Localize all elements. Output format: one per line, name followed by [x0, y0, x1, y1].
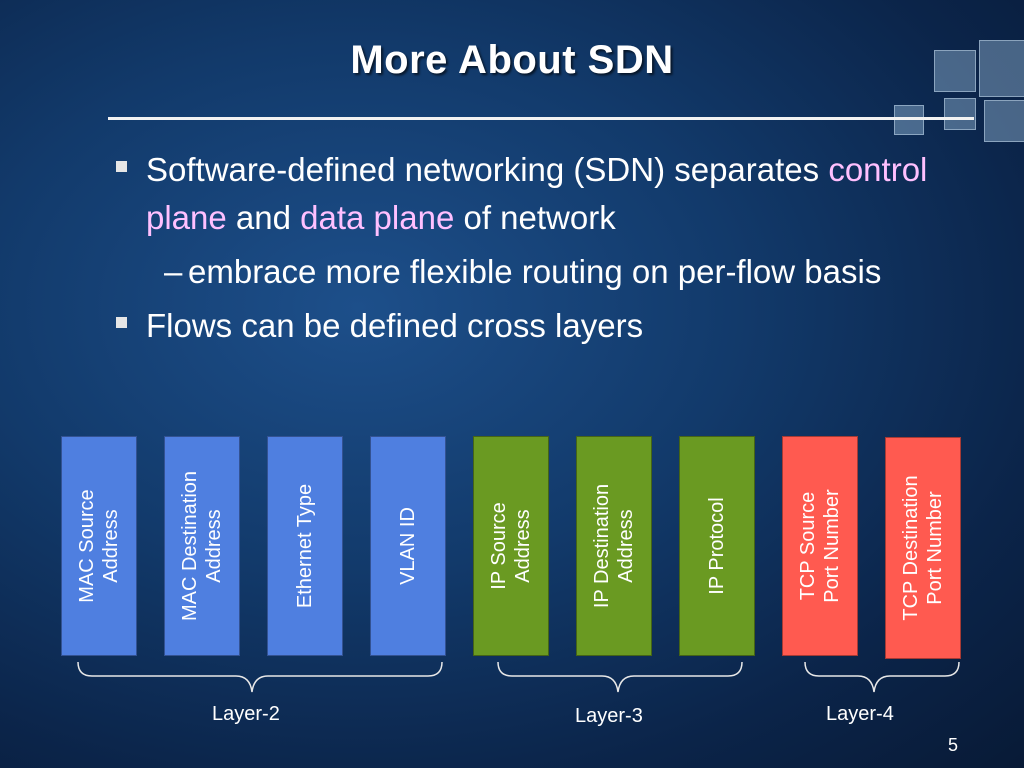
bullet-text: Software-defined networking (SDN) separa… — [146, 151, 829, 188]
layer-4-label: Layer-4 — [826, 703, 894, 725]
bracket-layer-3 — [497, 661, 743, 693]
field-box-ethernet-type: Ethernet Type — [267, 436, 343, 656]
dash-marker: – — [164, 253, 183, 290]
field-box-tcp-source: TCP Source Port Number — [782, 436, 858, 656]
bullet-square-icon — [116, 317, 127, 328]
page-number: 5 — [948, 735, 959, 755]
bracket-layer-2 — [77, 661, 443, 693]
layer-3-label: Layer-3 — [575, 705, 643, 727]
bracket-layer-4 — [804, 661, 960, 693]
title-divider — [108, 117, 974, 120]
bullet-sdn-separates: Software-defined networking (SDN) separa… — [110, 146, 990, 242]
field-box-vlan-id: VLAN ID — [370, 436, 446, 656]
decorative-squares — [824, 0, 1024, 180]
field-box-ip-source: IP Source Address — [473, 436, 549, 656]
field-box-ip-protocol: IP Protocol — [679, 436, 755, 656]
bullet-list: Software-defined networking (SDN) separa… — [110, 146, 990, 350]
bullet-text: Flows can be defined cross layers — [146, 307, 644, 344]
highlight-data-plane: data plane — [300, 199, 455, 236]
bullet-text: and — [226, 199, 301, 236]
field-box-tcp-destination: TCP Destination Port Number — [885, 437, 961, 659]
sub-bullet-flexible-routing: – embrace more flexible routing on per-f… — [110, 248, 990, 296]
field-box-mac-source: MAC Source Address — [61, 436, 137, 656]
bullet-flows-cross-layers: Flows can be defined cross layers — [110, 302, 990, 350]
field-box-ip-destination: IP Destination Address — [576, 436, 652, 656]
slide-title: More About SDN — [350, 38, 674, 82]
bullet-text: of network — [454, 199, 616, 236]
highlight-control-plane: control plane — [146, 151, 928, 236]
sub-bullet-text: embrace more flexible routing on per-flo… — [188, 253, 882, 290]
bullet-square-icon — [116, 161, 127, 172]
field-box-mac-destination: MAC Destination Address — [164, 436, 240, 656]
layer-2-label: Layer-2 — [212, 703, 280, 725]
